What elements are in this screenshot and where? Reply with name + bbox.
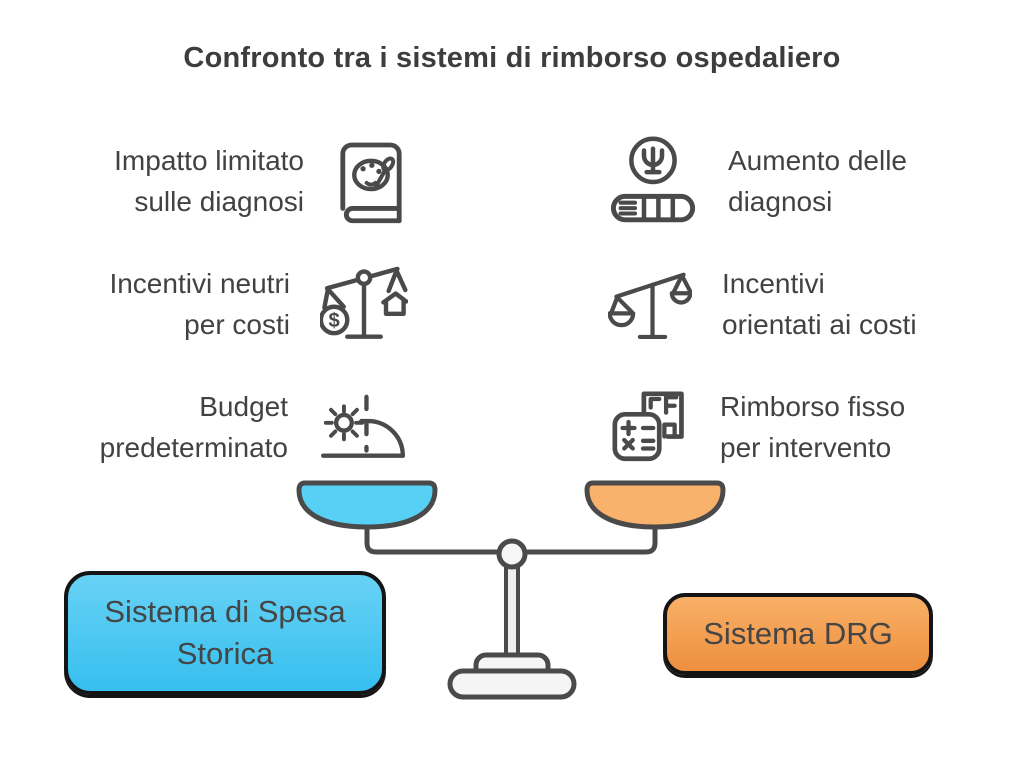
- psi-medicine-icon: [608, 135, 698, 229]
- calculator-document-icon: [608, 381, 690, 475]
- scale-post: [504, 563, 520, 665]
- right-system-label-text: Sistema DRG: [703, 616, 893, 652]
- scale-pivot: [496, 538, 528, 570]
- feature-row-right-2: Incentivi orientati ai costi: [608, 255, 1008, 355]
- feature-text: Impatto limitato sulle diagnosi: [114, 145, 304, 217]
- feature-row-left-2: Incentivi neutri per costi $: [28, 255, 408, 355]
- left-system-label: Sistema di Spesa Storica: [64, 571, 386, 695]
- tilted-scale-icon: [608, 262, 692, 348]
- right-system-label: Sistema DRG: [663, 593, 933, 675]
- feature-row-right-1: Aumento delle diagnosi: [608, 132, 1008, 232]
- feature-text: Incentivi orientati ai costi: [722, 268, 917, 340]
- right-scale-pan: [584, 480, 726, 530]
- feature-text: Rimborso fisso per intervento: [720, 391, 906, 463]
- sunrise-dome-icon: [318, 389, 408, 467]
- feature-row-left-1: Impatto limitato sulle diagnosi: [28, 132, 408, 232]
- book-palette-icon: [334, 139, 408, 225]
- feature-row-right-3: Rimborso fisso per intervento: [608, 378, 1008, 478]
- balance-scale: [296, 480, 726, 700]
- svg-text:$: $: [328, 310, 339, 332]
- left-scale-pan: [296, 480, 438, 530]
- scale-base-lower: [447, 668, 577, 700]
- feature-text: Incentivi neutri per costi: [109, 268, 290, 340]
- dollar-house-scale-icon: $: [320, 261, 408, 349]
- left-system-label-text: Sistema di Spesa Storica: [104, 594, 346, 671]
- feature-text: Aumento delle diagnosi: [728, 145, 908, 217]
- page-title: Confronto tra i sistemi di rimborso ospe…: [183, 42, 841, 74]
- feature-text: Budget predeterminato: [99, 391, 288, 463]
- feature-row-left-3: Budget predeterminato: [28, 378, 408, 478]
